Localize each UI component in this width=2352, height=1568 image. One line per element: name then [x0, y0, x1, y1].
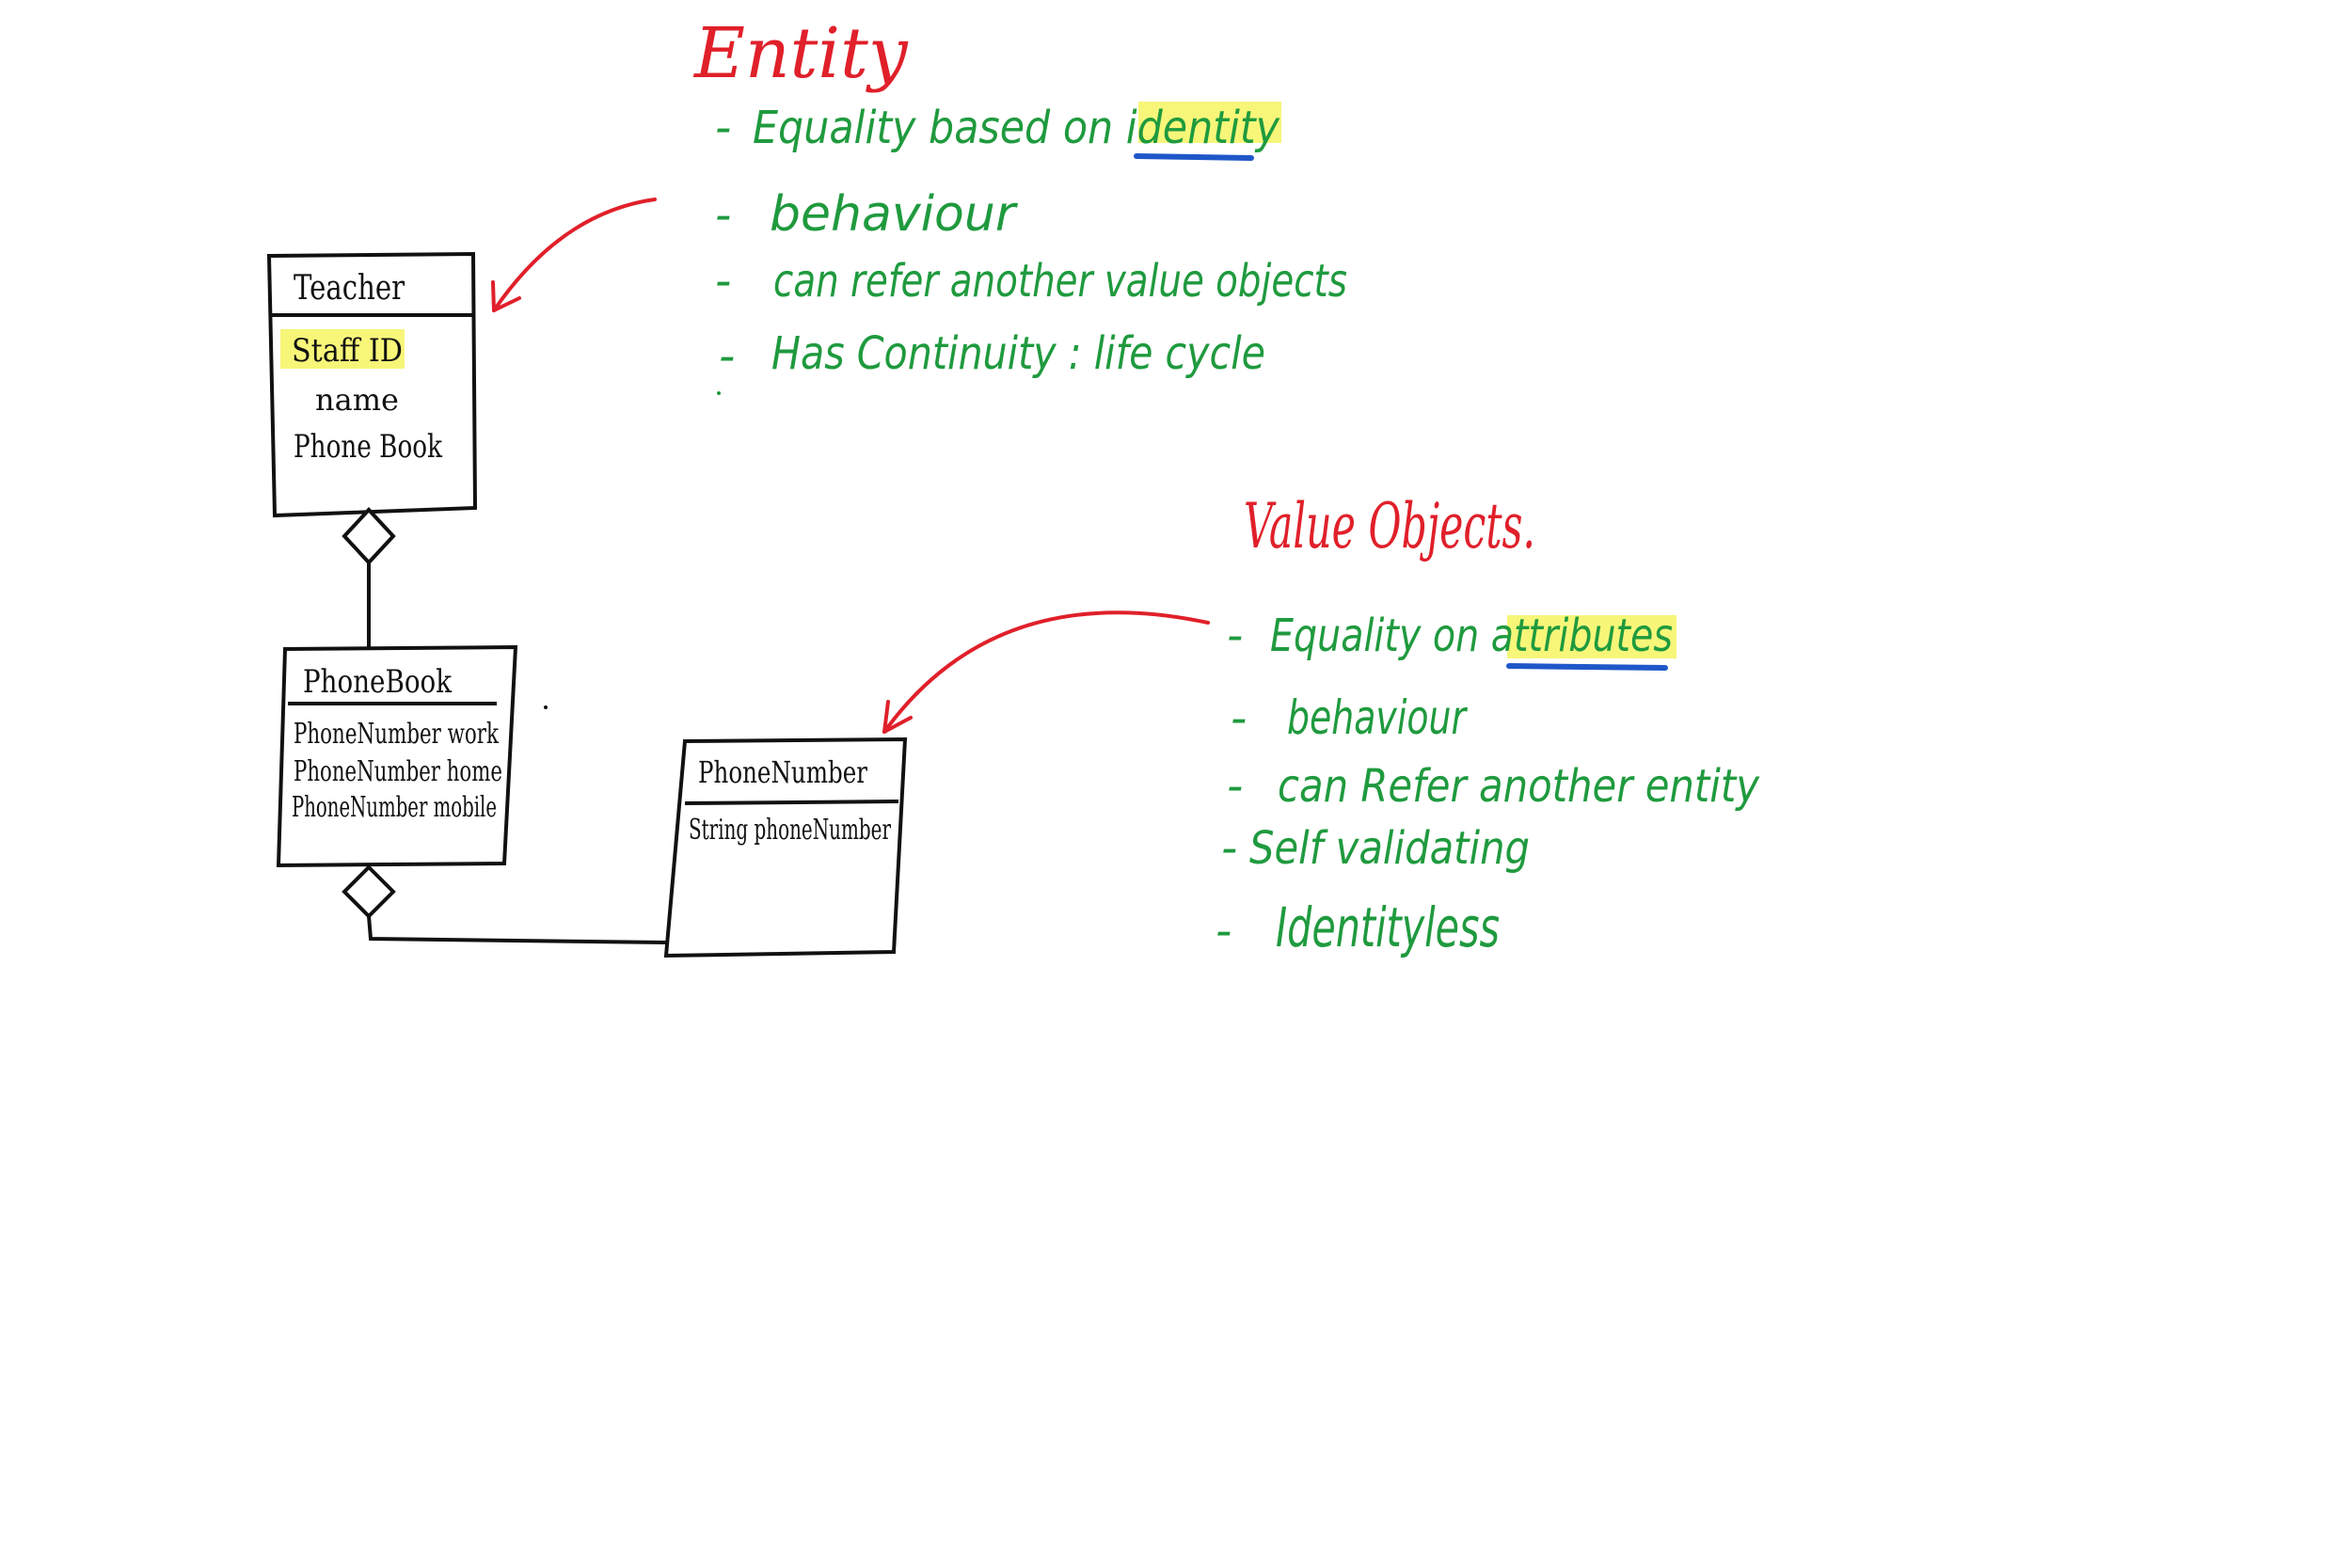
vo-bullet-3: -	[1227, 760, 1243, 813]
phonebook-stray-dot	[544, 705, 548, 709]
teacher-name: Teacher	[294, 269, 405, 308]
phonebook-attr-work: PhoneNumber work	[294, 718, 500, 751]
vo-bullet-1: -	[1227, 610, 1243, 662]
teacher-phonebook-aggregation	[342, 507, 396, 647]
attributes-highlight	[1507, 615, 1677, 658]
entity-bullet-3: -	[715, 255, 731, 308]
vo-item-5: Identityless	[1276, 895, 1500, 959]
entity-notes: Entity - Equality based on identity - be…	[692, 13, 1347, 395]
phonenumber-attr-string: String phoneNumber	[689, 814, 891, 847]
entity-arrow	[491, 198, 657, 312]
phonenumber-divider	[684, 800, 899, 805]
entity-item-3: can refer another value objects	[773, 255, 1347, 308]
teacher-attr-name: name	[315, 382, 399, 418]
phonebook-attr-home: PhoneNumber home	[294, 755, 502, 788]
value-objects-arrow	[882, 610, 1210, 734]
identity-highlight	[1138, 102, 1281, 143]
phonebook-phonenumber-aggregation	[342, 864, 667, 944]
phonebook-attr-mobile: PhoneNumber mobile	[292, 791, 497, 824]
entity-item-1: Equality based on identity	[753, 102, 1280, 154]
value-objects-notes: Value Objects. - Equality on attributes …	[1216, 490, 1760, 959]
aggregation-line-phonebook	[367, 915, 667, 944]
teacher-attr-staffid: Staff ID	[292, 332, 403, 370]
vo-item-3: can Refer another entity	[1278, 760, 1760, 813]
entity-item-2: behaviour	[770, 186, 1019, 243]
entity-title: Entity	[692, 13, 909, 94]
phonebook-name: PhoneBook	[303, 663, 452, 701]
vo-bullet-5: -	[1216, 905, 1232, 958]
phonenumber-class: PhoneNumber String phoneNumber	[663, 736, 908, 958]
phonenumber-box	[663, 736, 908, 958]
value-objects-title: Value Objects.	[1244, 490, 1535, 562]
vo-bullet-4: -	[1221, 822, 1237, 875]
identity-underline	[1134, 153, 1254, 161]
entity-bullet-4: -	[719, 330, 735, 383]
vo-item-4: Self validating	[1249, 822, 1530, 875]
phonebook-class: PhoneBook PhoneNumber work PhoneNumber h…	[276, 644, 548, 868]
teacher-box	[266, 251, 478, 518]
vo-item-1: Equality on attributes	[1270, 610, 1673, 662]
entity-bullet-2: -	[715, 189, 731, 242]
staffid-highlight	[280, 329, 405, 369]
entity-stray-dot	[717, 391, 721, 395]
entity-bullet-1: -	[715, 102, 731, 154]
entity-item-4: Has Continuity : life cycle	[771, 327, 1265, 380]
attributes-underline	[1506, 663, 1668, 671]
teacher-class: Teacher Staff ID name Phone Book	[266, 251, 478, 518]
phonebook-box	[276, 644, 518, 868]
phonenumber-name: PhoneNumber	[698, 754, 868, 790]
teacher-attr-phonebook: Phone Book	[294, 428, 442, 466]
vo-bullet-2: -	[1231, 692, 1247, 745]
vo-item-2: behaviour	[1287, 690, 1469, 745]
